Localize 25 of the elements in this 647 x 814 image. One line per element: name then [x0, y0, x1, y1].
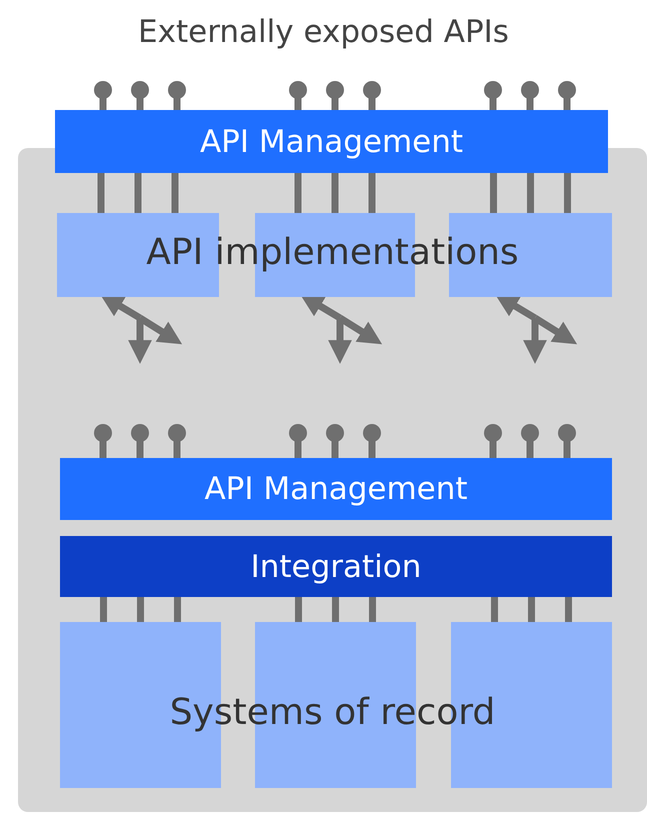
- title: Externally exposed APIs: [137, 14, 510, 50]
- component-box: [57, 213, 219, 297]
- connector-line: [134, 173, 142, 213]
- connector-line: [332, 597, 339, 622]
- connector-line: [564, 173, 571, 213]
- layer-bar: API Management: [60, 458, 612, 520]
- connector-line: [137, 597, 144, 622]
- connector-line: [172, 173, 178, 213]
- connector-line: [295, 597, 302, 622]
- layer-bar: Integration: [60, 536, 612, 597]
- layer-label: API implementations: [145, 232, 520, 273]
- connector-line: [369, 597, 376, 622]
- connector-line: [100, 597, 107, 622]
- connector-line: [332, 173, 338, 213]
- connector-line: [490, 173, 497, 213]
- connector-line: [368, 173, 376, 213]
- connector-line: [565, 597, 572, 622]
- connector-line: [294, 173, 302, 213]
- connector-line: [98, 173, 104, 213]
- connector-line: [174, 597, 181, 622]
- connector-line: [527, 173, 534, 213]
- layer-label: Systems of record: [168, 692, 496, 733]
- connector-line: [528, 597, 535, 622]
- layer-bar: API Management: [55, 110, 608, 173]
- connector-line: [491, 597, 498, 622]
